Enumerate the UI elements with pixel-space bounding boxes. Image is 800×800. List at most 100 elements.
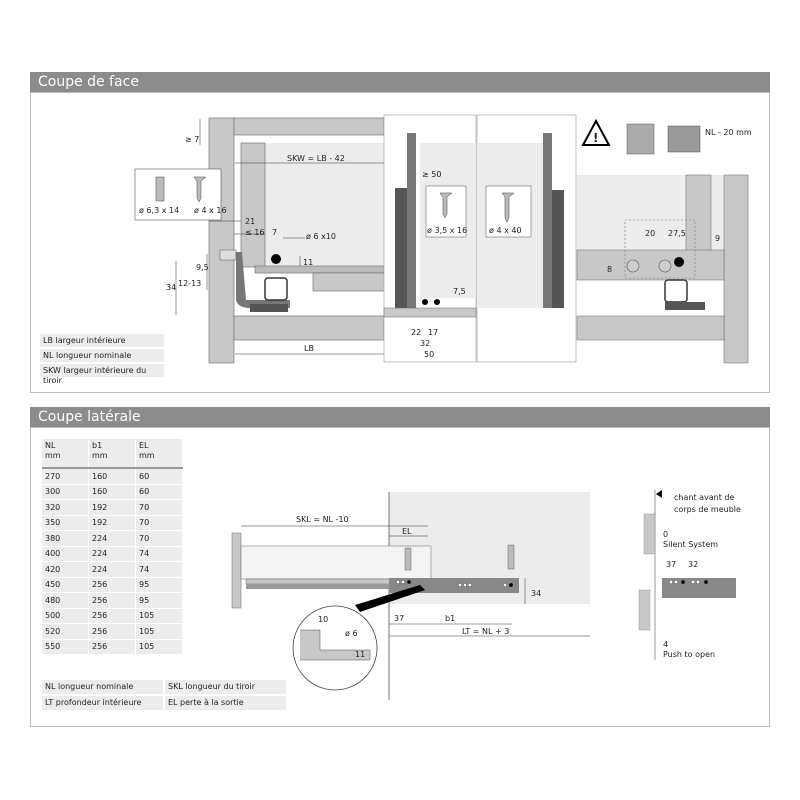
table-cell: 300 [42,484,89,500]
table-cell: 70 [135,530,183,547]
table-cell: 105 [135,639,183,655]
clip-part-icon [626,123,655,155]
dim-7: 7 [272,228,277,237]
dim-min7: ≥ 7 [185,135,199,144]
dim-16: ≤ 16 [245,228,264,237]
table-cell: 480 [42,592,89,609]
silent-front-panel [643,513,656,555]
table-cell: 400 [42,546,89,562]
drawer-front [231,532,242,609]
screw-box [134,168,222,221]
runner-small [662,578,736,598]
dim-37: 37 [394,614,404,623]
table-cell: 70 [135,499,183,516]
table-cell: 105 [135,608,183,624]
value-4: 4 [663,640,668,649]
table-cell: 224 [88,546,136,562]
table-cell: 256 [88,592,136,609]
table-cell: 74 [135,561,183,578]
dim-32: 32 [688,560,698,569]
push-front-panel [638,589,651,631]
arrow-icon [656,490,662,498]
table-cell: 74 [135,546,183,562]
table-cell: 420 [42,561,89,578]
detail2-front [543,133,552,308]
detail1-bottom [383,307,477,318]
table-cell: 550 [42,639,89,655]
hole-dot [434,299,440,305]
dim-32: 32 [420,339,430,348]
push-to-open-label: Push to open [663,650,715,659]
detail2-panel [552,190,564,308]
table-cell: 270 [42,468,89,485]
dim-12-13: 12-13 [178,279,201,288]
dim-d6: ø 6 [345,629,358,638]
zoom-pointer [355,585,425,612]
table-cell: 224 [88,530,136,547]
screw-label: ø 6,3 x 14 [139,206,179,215]
table-cell: 224 [88,561,136,578]
screw-label: ø 4 x 16 [194,206,227,215]
dimension-lines [175,119,384,355]
dim-37: 37 [666,560,676,569]
detail1-panel [395,188,407,308]
screw-icon [507,544,515,570]
screw-horizontal [219,249,237,261]
warning-icon [581,118,611,146]
front-edge-label: chant avant de [674,493,734,502]
dim-34: 34 [531,589,541,598]
detail-circle [292,605,378,691]
dim-10: 10 [318,615,328,624]
dim-22: 22 [411,328,421,337]
dim-9-5: 9,5 [196,263,209,272]
legend-lt: LT profondeur intérieure [42,696,163,710]
side-section-panel [30,427,770,727]
screw-icon [193,176,207,203]
table-cell: 95 [135,577,183,593]
dim-lt: LT = NL + 3 [462,627,509,636]
legend-el: EL perte à la sortie [165,696,286,710]
header-nl: NL [45,441,56,450]
screw-label: ø 4 x 40 [489,226,522,235]
dim-11: 11 [355,650,365,659]
runner-profile [236,252,290,308]
dimension-lines [241,490,656,660]
table-cell: 160 [88,468,136,485]
locking-device-icon [667,125,701,153]
warning-mark: ! [593,131,598,145]
table-cell: 192 [88,515,136,531]
dim-50-top: ≥ 50 [422,170,441,179]
table-cell: 105 [135,623,183,640]
section-header-side: Coupe latérale [30,407,770,427]
dim-skw: SKW = LB - 42 [287,154,345,163]
screw-icon [501,192,515,223]
table-cell: 95 [135,592,183,609]
table-cell: 256 [88,577,136,593]
screw-icon [404,547,412,571]
dim-50: 50 [424,350,434,359]
dim-34: 34 [166,283,176,292]
table-cell: 500 [42,608,89,624]
cam-icon [658,259,672,273]
runner [246,584,431,589]
dim-hole: ø 6 x10 [306,232,336,241]
dim-7-5: 7,5 [453,287,466,296]
runner-holes [395,579,514,588]
dim-lb: LB [304,344,314,353]
table-cell: 160 [88,484,136,500]
note-nl-20: NL - 20 mm [705,128,752,137]
value-0: 0 [663,530,668,539]
